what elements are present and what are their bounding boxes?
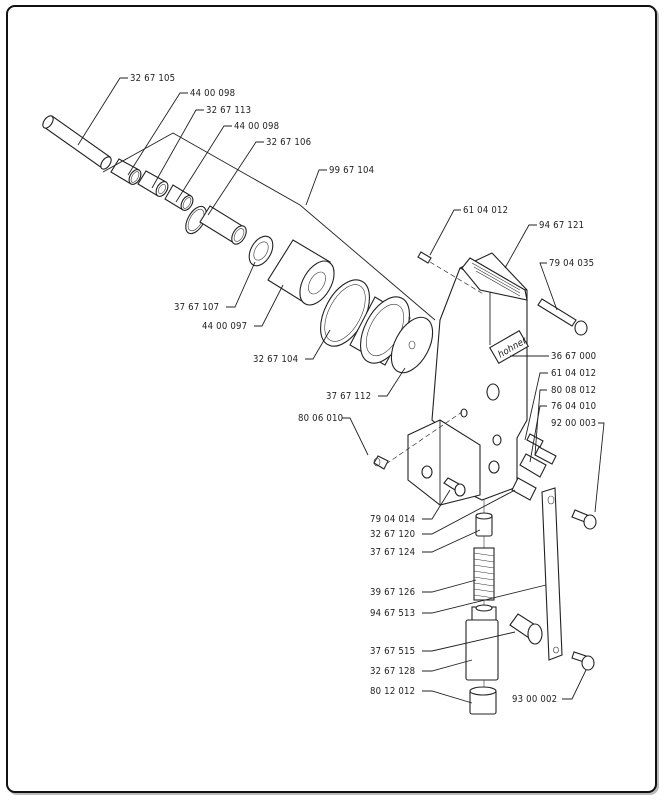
part-label: 61 04 012 — [551, 368, 596, 379]
part-label: 80 06 010 — [298, 413, 343, 424]
leader-lines — [77, 77, 605, 704]
part-label: 94 67 121 — [539, 220, 584, 231]
part-label: 93 00 002 — [512, 694, 557, 705]
bushing-44-00-097 — [267, 239, 335, 306]
part-label: 37 67 112 — [326, 391, 371, 402]
part-label: 32 67 105 — [130, 73, 175, 84]
part-label: 79 04 014 — [370, 514, 415, 525]
sleeve-32-67-113 — [137, 170, 169, 197]
part-label: 94 67 513 — [370, 608, 415, 619]
part-label: 32 67 120 — [370, 529, 415, 540]
screw-79-04-014 — [443, 477, 466, 497]
bracket-36-67-000: hohner — [407, 252, 529, 506]
part-label: 61 04 012 — [463, 205, 508, 216]
needle-bearing-44-00-098-a — [110, 158, 142, 185]
part-label: 79 04 035 — [549, 258, 594, 269]
threaded-nut-80-12-012 — [469, 686, 497, 715]
set-screw-80-06-010 — [373, 455, 389, 470]
screw-79-04-035 — [537, 298, 588, 336]
part-label: 99 67 104 — [329, 165, 374, 176]
washer-37-67-107 — [248, 235, 274, 267]
part-label: 37 67 107 — [174, 302, 219, 313]
part-label: 76 04 010 — [551, 401, 596, 412]
screw-92-00-003 — [571, 509, 597, 530]
part-label: 32 67 113 — [206, 105, 251, 116]
part-label: 32 67 104 — [253, 354, 298, 365]
spring-39-67-126 — [473, 547, 495, 601]
diagram-frame — [6, 5, 657, 793]
part-label: 92 00 003 — [551, 418, 596, 429]
pin-61-04-012-top — [417, 251, 432, 264]
part-label: 37 67 124 — [370, 547, 415, 558]
pin-32-67-120 — [475, 512, 493, 537]
part-label: 32 67 106 — [266, 137, 311, 148]
part-label: 80 12 012 — [370, 686, 415, 697]
roller-37-67-515 — [509, 613, 543, 645]
lever-94-67-513 — [541, 487, 563, 661]
part-label: 37 67 515 — [370, 646, 415, 657]
upper-clamp-94-67-121 — [461, 257, 528, 301]
part-label: 44 00 097 — [202, 321, 247, 332]
part-label: 36 67 000 — [551, 351, 596, 362]
disc-37-67-112 — [390, 316, 434, 374]
part-label: 80 08 012 — [551, 385, 596, 396]
part-label: 44 00 098 — [190, 88, 235, 99]
gear-shaft-32-67-106 — [185, 205, 247, 245]
needle-bearing-44-00-098-b — [164, 184, 194, 211]
shaft-32-67-105 — [42, 115, 112, 170]
screw-93-00-002 — [571, 651, 595, 671]
part-label: 32 67 128 — [370, 666, 415, 677]
tube-32-67-128 — [465, 604, 499, 681]
part-label: 39 67 126 — [370, 587, 415, 598]
part-label: 44 00 098 — [234, 121, 279, 132]
